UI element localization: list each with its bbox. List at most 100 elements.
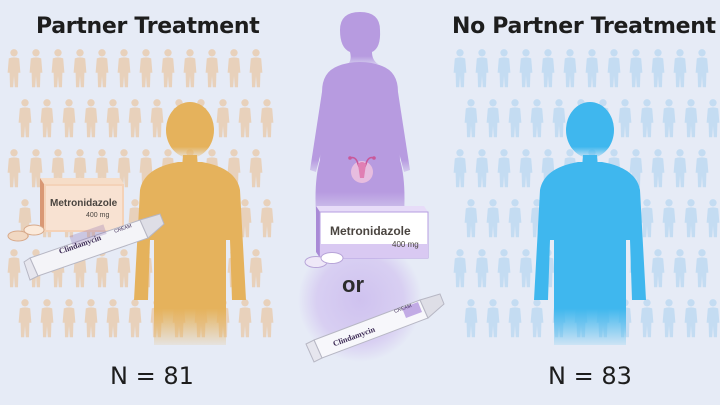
crowd-person-icon: [508, 299, 522, 338]
crowd-person-icon: [464, 299, 478, 338]
crowd-person-icon: [475, 149, 489, 188]
crowd-person-icon: [618, 99, 632, 138]
no-partner-treatment-title: No Partner Treatment: [452, 14, 716, 39]
crowd-person-icon: [260, 199, 274, 238]
crowd-person-icon: [150, 99, 164, 138]
crowd-person-icon: [475, 49, 489, 88]
crowd-person-icon: [508, 99, 522, 138]
crowd-person-icon: [18, 299, 32, 338]
crowd-person-icon: [651, 249, 665, 288]
metronidazole-label-left: Metronidazole: [50, 198, 118, 209]
crowd-person-icon: [486, 299, 500, 338]
crowd-person-icon: [249, 249, 263, 288]
crowd-person-icon: [684, 199, 698, 238]
crowd-person-icon: [651, 149, 665, 188]
crowd-person-icon: [128, 99, 142, 138]
crowd-person-icon: [7, 249, 21, 288]
crowd-person-icon: [497, 149, 511, 188]
crowd-person-icon: [40, 299, 54, 338]
crowd-person-icon: [216, 99, 230, 138]
crowd-person-icon: [651, 49, 665, 88]
crowd-person-icon: [497, 249, 511, 288]
partner-figure-icon: [134, 102, 246, 345]
cream-tube-center: [305, 293, 445, 363]
crowd-person-icon: [640, 99, 654, 138]
tablets-center: [304, 252, 344, 268]
crowd-person-icon: [563, 49, 577, 88]
crowd-person-icon: [695, 149, 709, 188]
crowd-person-icon: [84, 99, 98, 138]
crowd-person-icon: [695, 249, 709, 288]
crowd-person-icon: [249, 49, 263, 88]
crowd-person-icon: [62, 99, 76, 138]
crowd-person-icon: [497, 49, 511, 88]
crowd-person-icon: [607, 49, 621, 88]
crowd-person-icon: [706, 99, 720, 138]
metronidazole-dose-center: 400 mg: [392, 240, 419, 249]
crowd-person-icon: [106, 299, 120, 338]
no-partner-count: N = 83: [548, 362, 632, 390]
crowd-person-icon: [519, 49, 533, 88]
crowd-person-icon: [183, 49, 197, 88]
crowd-person-icon: [629, 49, 643, 88]
crowd-person-icon: [585, 49, 599, 88]
crowd-person-icon: [117, 49, 131, 88]
crowd-person-icon: [552, 99, 566, 138]
crowd-person-icon: [453, 149, 467, 188]
crowd-person-icon: [541, 49, 555, 88]
cream-tube-left: [23, 213, 165, 281]
crowd-person-icon: [40, 99, 54, 138]
crowd-person-icon: [486, 199, 500, 238]
crowd-person-icon: [662, 199, 676, 238]
crowd-person-icon: [662, 299, 676, 338]
crowd-person-icon: [260, 299, 274, 338]
crowd-person-icon: [640, 199, 654, 238]
crowd-person-icon: [95, 49, 109, 88]
metronidazole-box-center: [316, 206, 429, 259]
crowd-person-icon: [530, 299, 544, 338]
crowd-person-icon: [475, 249, 489, 288]
crowd-person-icon: [7, 149, 21, 188]
crowd-person-icon: [205, 49, 219, 88]
crowd-person-icon: [453, 49, 467, 88]
crowd-person-icon: [260, 99, 274, 138]
crowd-person-icon: [464, 199, 478, 238]
crowd-person-icon: [530, 99, 544, 138]
partner-treatment-title: Partner Treatment: [36, 14, 260, 39]
crowd-person-icon: [18, 99, 32, 138]
crowd-person-icon: [249, 149, 263, 188]
tablets-left: [7, 224, 45, 242]
crowd-person-icon: [673, 49, 687, 88]
crowd-person-icon: [7, 49, 21, 88]
crowd-person-icon: [695, 49, 709, 88]
crowd-person-icon: [238, 99, 252, 138]
crowd-person-icon: [486, 99, 500, 138]
crowd-person-icon: [84, 299, 98, 338]
or-connector: or: [342, 272, 364, 297]
crowd-person-icon: [128, 299, 142, 338]
crowd-person-icon: [706, 199, 720, 238]
crowd-person-icon: [464, 99, 478, 138]
crowd-person-icon: [706, 299, 720, 338]
crowd-person-icon: [238, 299, 252, 338]
partner-count: N = 81: [110, 362, 194, 390]
crowd-person-icon: [117, 249, 131, 288]
crowd-person-icon: [453, 249, 467, 288]
crowd-person-icon: [673, 249, 687, 288]
crowd-person-icon: [684, 99, 698, 138]
woman-figure-icon: [310, 12, 410, 215]
crowd-person-icon: [51, 49, 65, 88]
crowd-person-icon: [673, 149, 687, 188]
crowd-person-icon: [139, 49, 153, 88]
crowd-person-icon: [519, 149, 533, 188]
crowd-person-icon: [29, 49, 43, 88]
crowd-person-icon: [161, 49, 175, 88]
crowd-person-icon: [519, 249, 533, 288]
crowd-person-icon: [227, 49, 241, 88]
crowd-person-icon: [684, 299, 698, 338]
metronidazole-dose-left: 400 mg: [86, 212, 110, 219]
crowd-person-icon: [62, 299, 76, 338]
metronidazole-box-left: [40, 178, 124, 232]
